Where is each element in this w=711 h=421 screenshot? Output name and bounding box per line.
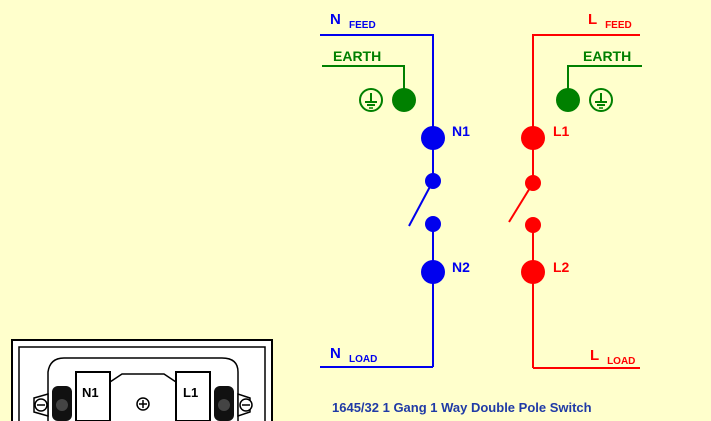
live-earth: EARTH [556,48,642,112]
terminal-screw-icon [218,399,230,411]
neutral-switch-arm [408,180,434,227]
neutral-earth-label: EARTH [333,48,381,64]
faceplate-n1-label: N1 [82,385,99,400]
diagram-caption: 1645/32 1 Gang 1 Way Double Pole Switch [332,400,592,415]
live-feed-main: L [588,11,597,28]
live-earth-terminal [556,88,580,112]
terminal-n2 [421,260,445,284]
terminal-l2 [521,260,545,284]
neutral-circuit: N FEED N1 N2 N LOAD [320,11,470,368]
live-earth-label: EARTH [583,48,631,64]
live-feed-sub: FEED [605,20,632,31]
switch-contact-icon [525,175,541,191]
switch-contact-icon [525,217,541,233]
neutral-feed-label: N FEED [330,11,376,31]
l1-terminal-well [175,371,211,421]
live-earth-wire [567,65,642,98]
neutral-feed-sub: FEED [349,20,376,31]
neutral-load-main: N [330,345,341,362]
terminal-n1 [421,126,445,150]
live-feed-label: L FEED [588,11,632,31]
terminal-screw-icon [56,399,68,411]
terminal-l2-label: L2 [553,259,570,275]
neutral-feed-main: N [330,11,341,28]
switch-faceplate: N1 L1 [11,339,273,421]
live-load-sub: LOAD [607,356,635,367]
switch-contact-icon [425,173,441,189]
n1-terminal-well [75,371,111,421]
live-load-main: L [590,347,599,364]
switch-contact-icon [425,216,441,232]
faceplate-l1-label: L1 [183,385,198,400]
live-load-label: L LOAD [590,347,635,367]
neutral-earth-terminal [392,88,416,112]
neutral-load-sub: LOAD [349,354,377,365]
faceplate-inner-border [18,346,266,421]
neutral-earth: EARTH [322,48,416,112]
earth-ground-icon [359,88,383,112]
neutral-earth-wire [322,65,405,98]
terminal-n2-label: N2 [452,259,470,275]
link-bridge [109,373,177,383]
live-circuit: L FEED L1 L2 L LOAD [508,11,640,369]
terminal-l1 [521,126,545,150]
terminal-l1-label: L1 [553,123,570,139]
earth-ground-icon [589,88,613,112]
terminal-n1-label: N1 [452,123,470,139]
neutral-load-label: N LOAD [330,345,377,365]
